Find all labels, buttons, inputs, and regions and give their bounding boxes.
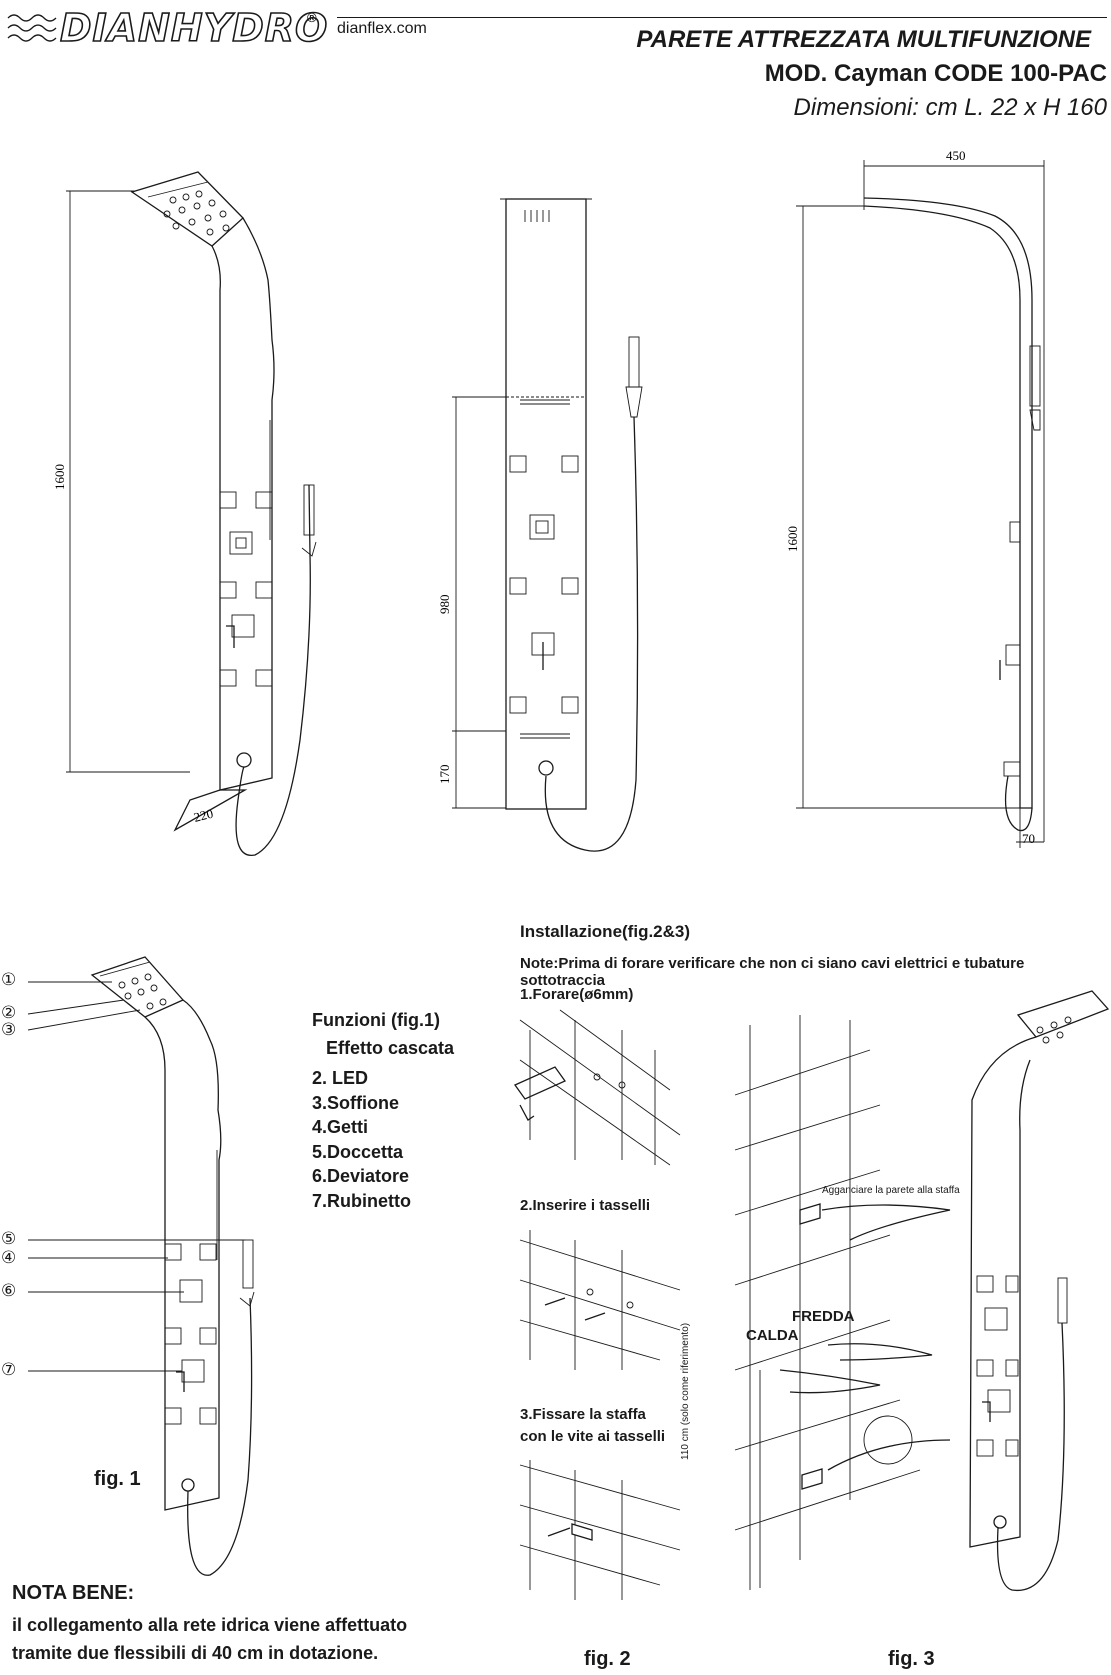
fig3-panel	[969, 990, 1110, 1592]
header-rule	[337, 17, 1107, 18]
fig2-drill-panel	[514, 1009, 681, 1166]
side-depth-dim: 450	[946, 148, 966, 163]
logo-text: DIANHYDRO	[59, 5, 329, 51]
callout-3: ③	[1, 1020, 17, 1040]
head-nozzles	[163, 190, 230, 236]
step-1-label: 1.Forare(ø6mm)	[520, 986, 634, 1003]
nota-bene-line-1: il collegamento alla rete idrica viene a…	[12, 1615, 408, 1635]
funzioni-title: Funzioni (fig.1)	[312, 1010, 440, 1030]
fig3-cold-label: FREDDA	[792, 1308, 855, 1325]
side-view-drawing	[796, 160, 1045, 848]
page-title: PARETE ATTREZZATA MULTIFUNZIONE	[636, 26, 1091, 53]
funzioni-item-4: 4.Getti	[312, 1117, 369, 1137]
side-height-dim: 1600	[785, 526, 800, 552]
callout-2: ②	[1, 1003, 17, 1023]
front-width-dim: 220	[192, 806, 215, 825]
callout-5: ⑤	[1, 1229, 17, 1249]
fig3-hang-note: Agganciare la parete alla staffa	[822, 1185, 960, 1196]
logo: DIANHYDRO ®	[0, 4, 328, 60]
mid-base-dim: 170	[437, 765, 452, 785]
nota-bene-line-2: tramite due flessibili di 40 cm in dotaz…	[12, 1643, 379, 1663]
mid-view-drawing	[452, 198, 643, 852]
fig3-ref-height: 110 cm (solo come riferimento)	[680, 1322, 691, 1460]
fig2-caption: fig. 2	[584, 1648, 631, 1670]
funzioni-item-7: 7.Rubinetto	[312, 1191, 411, 1211]
callout-4: ④	[1, 1248, 17, 1268]
fig2-bracket-panel	[519, 1460, 681, 1600]
funzioni-item-2: 2. LED	[312, 1068, 369, 1088]
step-3-label-line1: 3.Fissare la staffa	[520, 1406, 646, 1423]
installazione-title: Installazione(fig.2&3)	[520, 922, 691, 941]
callout-1: ①	[1, 970, 17, 990]
technical-drawings: 1600 220 980 170	[52, 148, 1045, 856]
side-base-dim: 70	[1022, 831, 1035, 846]
callout-7: ⑦	[1, 1360, 17, 1380]
fig2-plugs-panel	[519, 1230, 681, 1370]
fig3-caption: fig. 3	[888, 1648, 935, 1670]
waves-icon	[7, 14, 57, 42]
website-text: dianflex.com	[337, 20, 427, 37]
front-view-drawing	[66, 171, 317, 856]
funzioni-item-6: 6.Deviatore	[312, 1166, 410, 1186]
nota-bene-title: NOTA BENE:	[12, 1582, 135, 1604]
step-2-label: 2.Inserire i tasselli	[520, 1197, 651, 1214]
front-height-dim: 1600	[52, 464, 67, 490]
installazione-note: Note:Prima di forare verificare che non …	[520, 955, 1025, 989]
funzioni-item-3: 3.Soffione	[312, 1093, 400, 1113]
callout-6: ⑥	[1, 1281, 17, 1301]
funzioni-item-5: 5.Doccetta	[312, 1142, 404, 1162]
model-code: MOD. Cayman CODE 100-PAC	[764, 60, 1107, 87]
fig3-hot-label: CALDA	[746, 1327, 799, 1344]
registered-mark: ®	[307, 10, 317, 25]
dimensions-text: Dimensioni: cm L. 22 x H 160	[793, 94, 1107, 121]
step-3-label-line2: con le vite ai tasselli	[520, 1428, 666, 1445]
fig3-wall	[734, 1015, 951, 1590]
funzioni-item-1: Effetto cascata	[326, 1038, 455, 1058]
fig1-caption: fig. 1	[94, 1468, 141, 1490]
mid-height-dim: 980	[437, 595, 452, 615]
